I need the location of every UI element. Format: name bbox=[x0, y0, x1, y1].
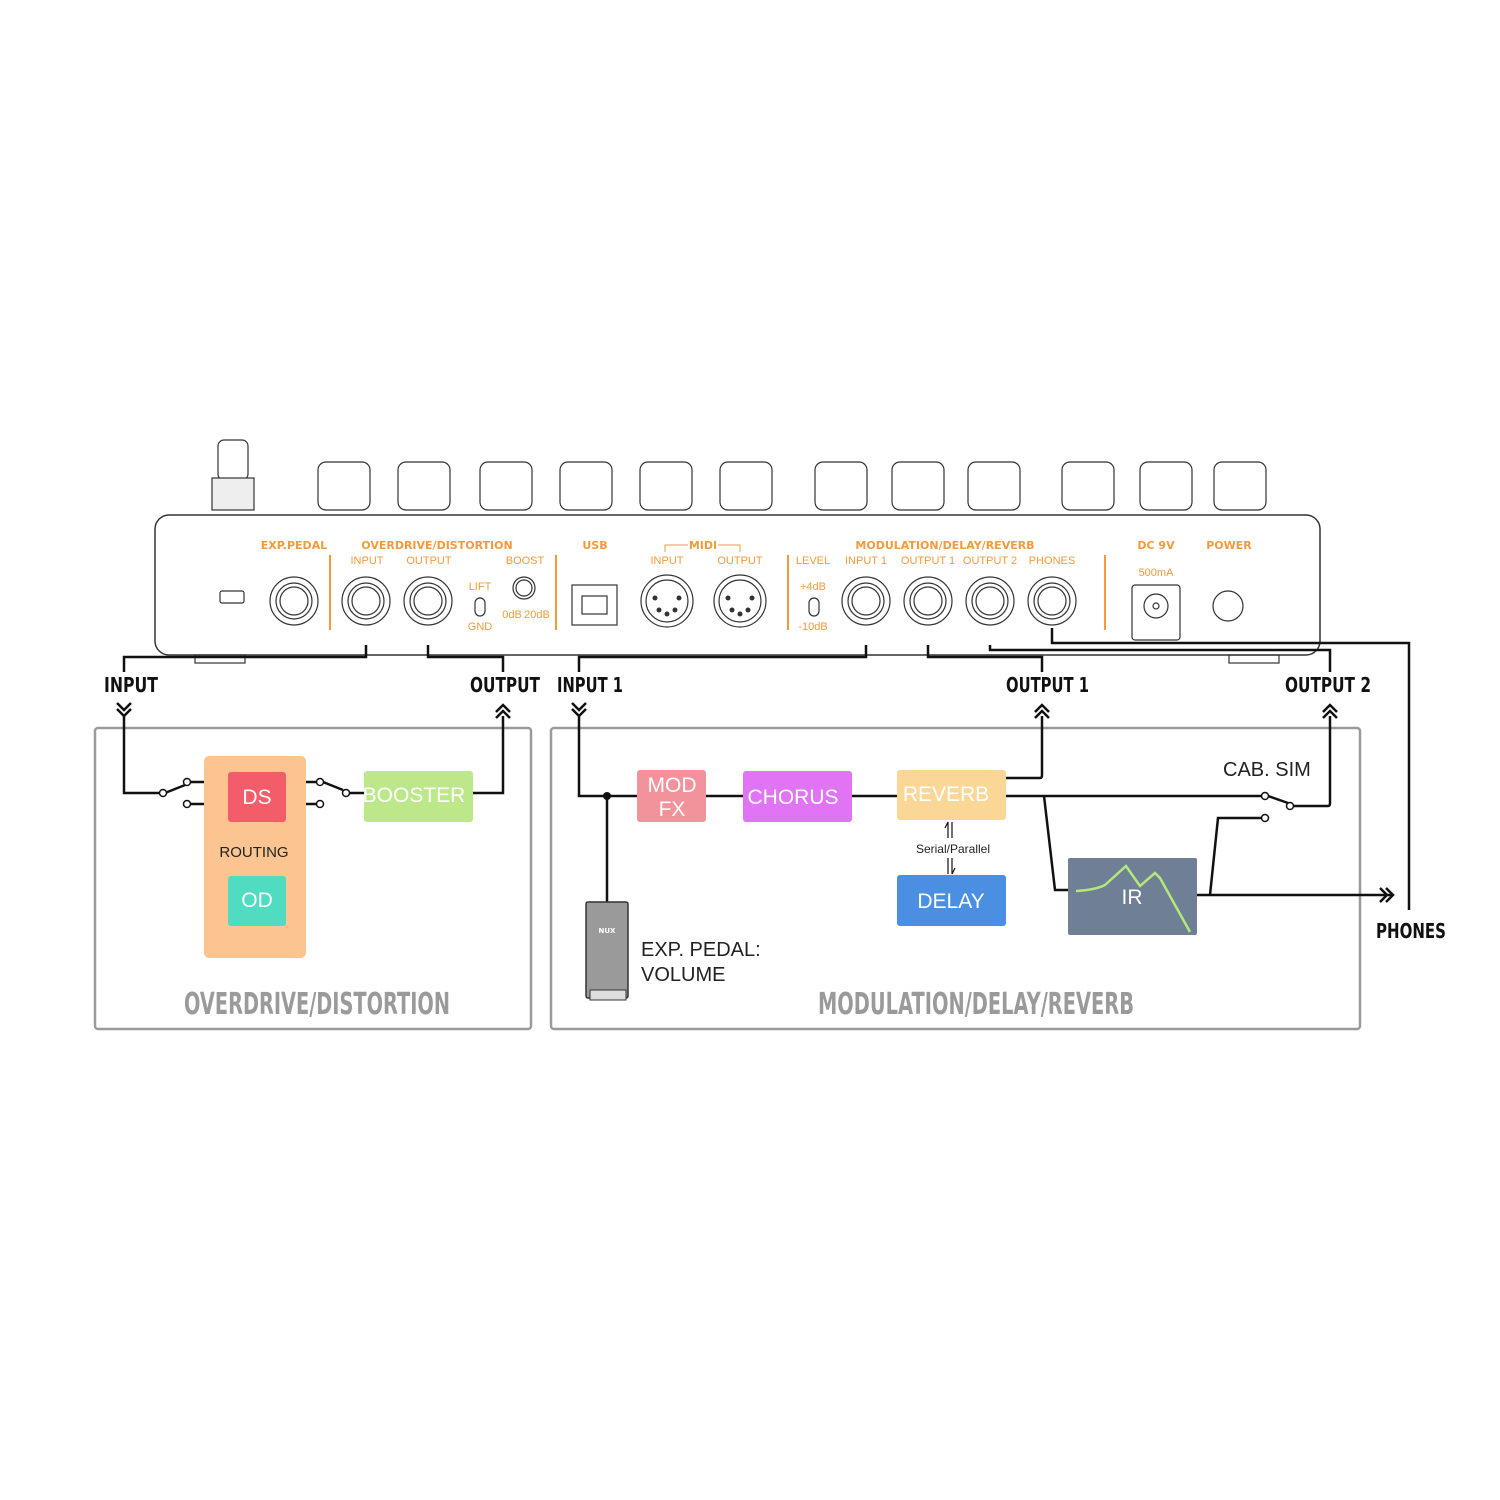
down-arrow-icon bbox=[571, 702, 587, 718]
boost-knob bbox=[512, 576, 536, 600]
midi-output-jack bbox=[713, 574, 767, 628]
up-arrow-icon bbox=[1322, 703, 1338, 719]
ds-label: DS bbox=[242, 786, 271, 809]
dc-label: DC 9V bbox=[1137, 539, 1175, 552]
modulation-panel-title: MODULATION/DELAY/REVERB bbox=[818, 987, 1134, 1022]
up-arrow-icon bbox=[495, 703, 511, 719]
cab-sim-switch bbox=[1260, 791, 1295, 823]
usb-label: USB bbox=[582, 539, 607, 552]
reverb-block bbox=[897, 770, 1006, 820]
usb-port bbox=[571, 584, 618, 626]
modulation-panel bbox=[549, 726, 1362, 1031]
input1-label: INPUT 1 bbox=[557, 673, 623, 697]
level-switch bbox=[808, 597, 820, 617]
delay-block bbox=[897, 875, 1006, 926]
serial-parallel-arrows bbox=[944, 821, 956, 875]
phones-jack-label: PHONES bbox=[1029, 555, 1075, 567]
input1-jack-label: INPUT 1 bbox=[845, 555, 887, 567]
input1-jack bbox=[841, 576, 891, 626]
output2-label: OUTPUT 2 bbox=[1285, 673, 1371, 697]
expression-pedal: NUX bbox=[585, 901, 629, 1001]
routing-label: ROUTING bbox=[219, 844, 288, 861]
input-label: INPUT bbox=[104, 673, 158, 697]
device-body bbox=[154, 514, 1321, 656]
exp-pedal-text-line2: VOLUME bbox=[641, 964, 725, 986]
led-indicator bbox=[219, 590, 245, 604]
phones-jack bbox=[1027, 576, 1077, 626]
od-input-jack bbox=[341, 576, 391, 626]
od-label: OD bbox=[241, 889, 273, 912]
nux-logo: NUX bbox=[599, 927, 617, 935]
overdrive-panel-title: OVERDRIVE/DISTORTION bbox=[184, 987, 450, 1022]
level-label: LEVEL bbox=[796, 555, 830, 567]
output1-jack-label: OUTPUT 1 bbox=[901, 555, 955, 567]
mod-fx-block bbox=[637, 770, 706, 822]
lift-label: LIFT bbox=[469, 581, 492, 593]
midi-label: MIDI bbox=[689, 539, 717, 552]
up-arrow-icon bbox=[1034, 703, 1050, 719]
signal-arrows bbox=[116, 702, 1395, 903]
ground-lift-switch bbox=[474, 597, 486, 617]
overdrive-section-label: OVERDRIVE/DISTORTION bbox=[361, 539, 512, 552]
delay-label: DELAY bbox=[917, 890, 984, 913]
boost-20db-label: 20dB bbox=[524, 609, 550, 621]
od-output-label: OUTPUT bbox=[406, 555, 452, 567]
mod-fx-label-line1: MOD bbox=[648, 774, 697, 797]
output2-jack-label: OUTPUT 2 bbox=[963, 555, 1017, 567]
booster-block bbox=[364, 771, 473, 822]
chorus-label: CHORUS bbox=[747, 786, 838, 809]
ds-block bbox=[228, 772, 286, 822]
output1-label: OUTPUT 1 bbox=[1006, 673, 1089, 697]
midi-bracket bbox=[664, 544, 741, 552]
device-foot bbox=[194, 654, 246, 664]
od-signal-path bbox=[122, 716, 505, 806]
ir-label: IR bbox=[1122, 886, 1143, 909]
od-block bbox=[228, 876, 286, 926]
device-top-knobs bbox=[211, 439, 1267, 511]
mod-section-label: MODULATION/DELAY/REVERB bbox=[855, 539, 1034, 552]
midi-input-label: INPUT bbox=[651, 555, 684, 567]
exp-pedal-label: EXP.PEDAL bbox=[261, 539, 327, 552]
level-lo-label: -10dB bbox=[798, 621, 827, 633]
reverb-label: REVERB bbox=[903, 783, 989, 806]
od-input-label: INPUT bbox=[351, 555, 384, 567]
od-switch-contacts bbox=[158, 777, 351, 809]
device-foot bbox=[1228, 654, 1280, 664]
dc-jack bbox=[1131, 584, 1181, 641]
midi-input-jack bbox=[640, 574, 694, 628]
midi-output-label: OUTPUT bbox=[717, 555, 763, 567]
boost-label: BOOST bbox=[506, 555, 545, 567]
serial-parallel-label: Serial/Parallel bbox=[916, 842, 990, 856]
output2-jack bbox=[965, 576, 1015, 626]
dc-current-label: 500mA bbox=[1139, 567, 1175, 579]
ir-frequency-curve bbox=[1075, 864, 1192, 933]
exp-pedal-text-line1: EXP. PEDAL: bbox=[641, 939, 761, 961]
od-output-jack bbox=[403, 576, 453, 626]
down-arrow-icon bbox=[116, 702, 132, 718]
power-label: POWER bbox=[1206, 539, 1252, 552]
section-dividers bbox=[329, 555, 1106, 630]
exp-pedal-jack bbox=[269, 576, 319, 626]
junction-dot bbox=[603, 792, 611, 800]
midi-pins bbox=[652, 595, 755, 617]
power-button bbox=[1212, 590, 1244, 622]
cab-sim-label: CAB. SIM bbox=[1223, 759, 1311, 781]
cables bbox=[122, 628, 1411, 910]
phones-label: PHONES bbox=[1376, 919, 1446, 943]
booster-label: BOOSTER bbox=[363, 784, 466, 807]
mod-fx-label-line2: FX bbox=[659, 798, 686, 821]
overdrive-panel bbox=[93, 726, 533, 1031]
chorus-block bbox=[743, 771, 852, 822]
level-hi-label: +4dB bbox=[800, 581, 826, 593]
jacks bbox=[269, 574, 1244, 641]
mod-signal-path bbox=[577, 716, 1392, 902]
output1-jack bbox=[903, 576, 953, 626]
boost-0db-label: 0dB bbox=[502, 609, 522, 621]
ir-block bbox=[1068, 858, 1197, 935]
gnd-label: GND bbox=[468, 621, 493, 633]
output-label: OUTPUT bbox=[470, 673, 540, 697]
